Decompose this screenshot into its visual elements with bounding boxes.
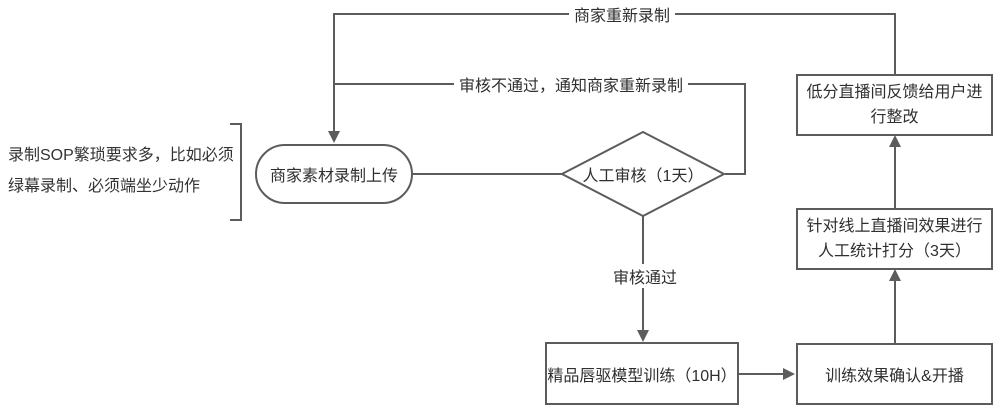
edge-label-rerecord: 商家重新录制 — [568, 2, 676, 26]
connector-training-to-confirm — [739, 373, 785, 375]
node-confirm[interactable]: 训练效果确认&开播 — [796, 343, 993, 405]
arrowhead-into-training — [637, 330, 649, 342]
edge-label-reject: 审核不通过，通知商家重新录制 — [453, 72, 689, 96]
arrowhead-into-feedback — [889, 135, 901, 147]
connector-confirm-to-scoring — [894, 280, 896, 343]
arrowhead-into-scoring — [889, 269, 901, 281]
connector-into-upload-vertical — [333, 13, 335, 133]
node-review[interactable]: 人工审核（1天） — [561, 131, 725, 217]
annotation-note: 录制SOP繁琐要求多，比如必须绿幕录制、必须端坐少动作 — [8, 147, 234, 195]
arrowhead-into-upload — [328, 131, 340, 143]
node-training[interactable]: 精品唇驱模型训练（10H） — [545, 342, 739, 405]
edge-label-approve: 审核通过 — [607, 264, 683, 288]
connector-reject-stub — [725, 173, 746, 175]
bracket-vertical — [240, 123, 242, 221]
node-upload[interactable]: 商家素材录制上传 — [255, 144, 413, 204]
bracket-tick-bottom — [230, 219, 242, 221]
connector-upload-to-review — [413, 173, 563, 175]
node-scoring[interactable]: 针对线上直播间效果进行人工统计打分（3天） — [796, 208, 993, 270]
connector-rerecord-right-vertical — [894, 13, 896, 74]
arrowhead-into-confirm — [783, 368, 795, 380]
connector-reject-vertical — [744, 83, 746, 175]
diamond-shape — [561, 131, 725, 217]
bracket-tick-top — [230, 123, 242, 125]
node-review-label: 人工审核（1天） — [582, 168, 704, 185]
node-feedback[interactable]: 低分直播间反馈给用户进行整改 — [796, 74, 993, 136]
connector-scoring-to-feedback — [894, 146, 896, 208]
